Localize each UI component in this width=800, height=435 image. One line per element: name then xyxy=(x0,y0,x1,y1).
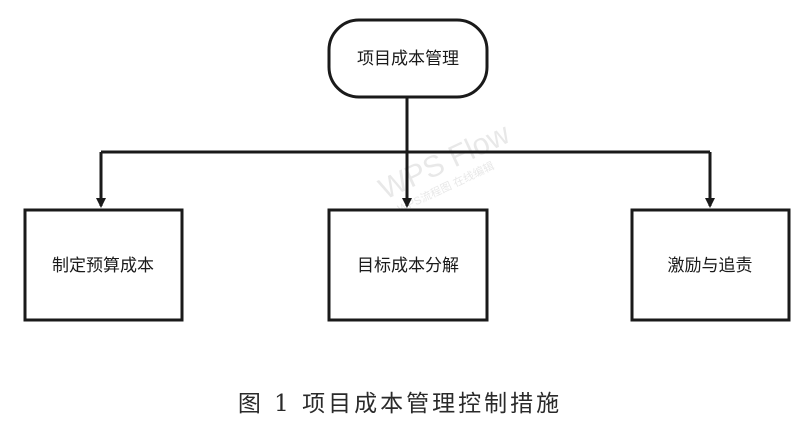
child-node-target-breakdown-shape xyxy=(327,208,489,322)
child-node-budget-label: 制定预算成本 xyxy=(52,256,154,276)
figure-caption: 图 1 项目成本管理控制措施 xyxy=(237,391,563,417)
root-node-shape xyxy=(327,18,489,99)
child-node-budget-shape xyxy=(23,208,184,322)
child-node-target-breakdown: 目标成本分解 xyxy=(327,208,489,322)
child-node-budget: 制定预算成本 xyxy=(23,208,184,322)
child-node-incentive-shape xyxy=(630,208,791,322)
connectors xyxy=(96,97,715,208)
child-node-incentive: 激励与追责 xyxy=(630,208,791,322)
flowchart: WPS Flow WPS流程图 在线编辑 项目成本管理 制定预算成本 目标成本分… xyxy=(23,18,791,322)
root-node-label: 项目成本管理 xyxy=(357,49,459,69)
root-node: 项目成本管理 xyxy=(327,18,489,99)
watermark: WPS Flow WPS流程图 在线编辑 xyxy=(374,117,515,216)
child-node-target-breakdown-label: 目标成本分解 xyxy=(357,256,459,276)
child-node-incentive-label: 激励与追责 xyxy=(668,256,753,276)
